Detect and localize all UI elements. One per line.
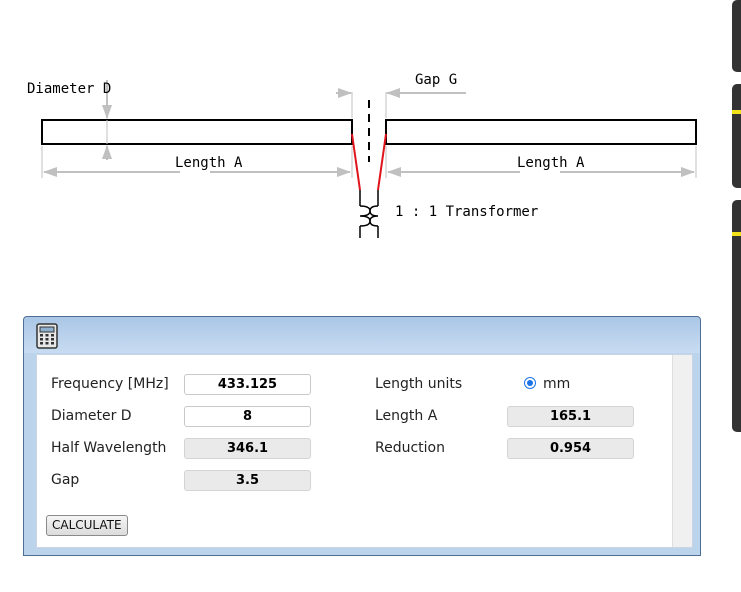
calculator-icon xyxy=(36,323,58,349)
mm-radio-label[interactable]: mm xyxy=(543,376,571,392)
length-right-label: Length A xyxy=(517,155,585,171)
vertical-scrollbar[interactable] xyxy=(672,355,692,547)
reduction-label: Reduction xyxy=(375,440,445,456)
gap-value: 3.5 xyxy=(184,470,311,491)
gap-label: Gap G xyxy=(415,72,457,88)
frequency-label: Frequency [MHz] xyxy=(51,376,169,392)
edge-tab-bottom[interactable] xyxy=(732,200,741,432)
length-dimension-right xyxy=(385,146,697,178)
feed-lines xyxy=(351,133,387,206)
length-left-label: Length A xyxy=(175,155,243,171)
edge-tab-top[interactable] xyxy=(732,0,741,72)
calculator-panel: Frequency [MHz] 433.125 Diameter D 8 Hal… xyxy=(36,354,693,548)
calculate-button[interactable]: CALCULATE xyxy=(46,515,128,536)
reduction-value: 0.954 xyxy=(507,438,634,459)
length-units-label: Length units xyxy=(375,376,463,392)
calculator-header xyxy=(24,317,700,353)
transformer-icon xyxy=(359,205,379,238)
left-dipole-element xyxy=(41,119,353,145)
frequency-input[interactable]: 433.125 xyxy=(184,374,311,395)
diameter-label: Diameter D xyxy=(27,81,111,97)
edge-tab-middle[interactable] xyxy=(732,84,741,188)
gap-dimension xyxy=(336,88,466,118)
length-a-label: Length A xyxy=(375,408,438,424)
gap-label: Gap xyxy=(51,472,80,488)
transformer-label: 1 : 1 Transformer xyxy=(395,204,538,220)
length-a-value: 165.1 xyxy=(507,406,634,427)
right-dipole-element xyxy=(385,119,697,145)
diameter-label: Diameter D xyxy=(51,408,132,424)
mm-radio[interactable] xyxy=(524,377,536,389)
length-dimension-left xyxy=(41,146,353,178)
edge-tab-stripe xyxy=(732,232,741,236)
dipole-diagram: Diameter D Gap G Length A Length A 1 : 1… xyxy=(27,72,697,238)
edge-tab-stripe xyxy=(732,110,741,114)
diameter-input[interactable]: 8 xyxy=(184,406,311,427)
calculator-window: Frequency [MHz] 433.125 Diameter D 8 Hal… xyxy=(23,316,701,556)
half-wavelength-label: Half Wavelength xyxy=(51,440,167,456)
half-wavelength-value: 346.1 xyxy=(184,438,311,459)
